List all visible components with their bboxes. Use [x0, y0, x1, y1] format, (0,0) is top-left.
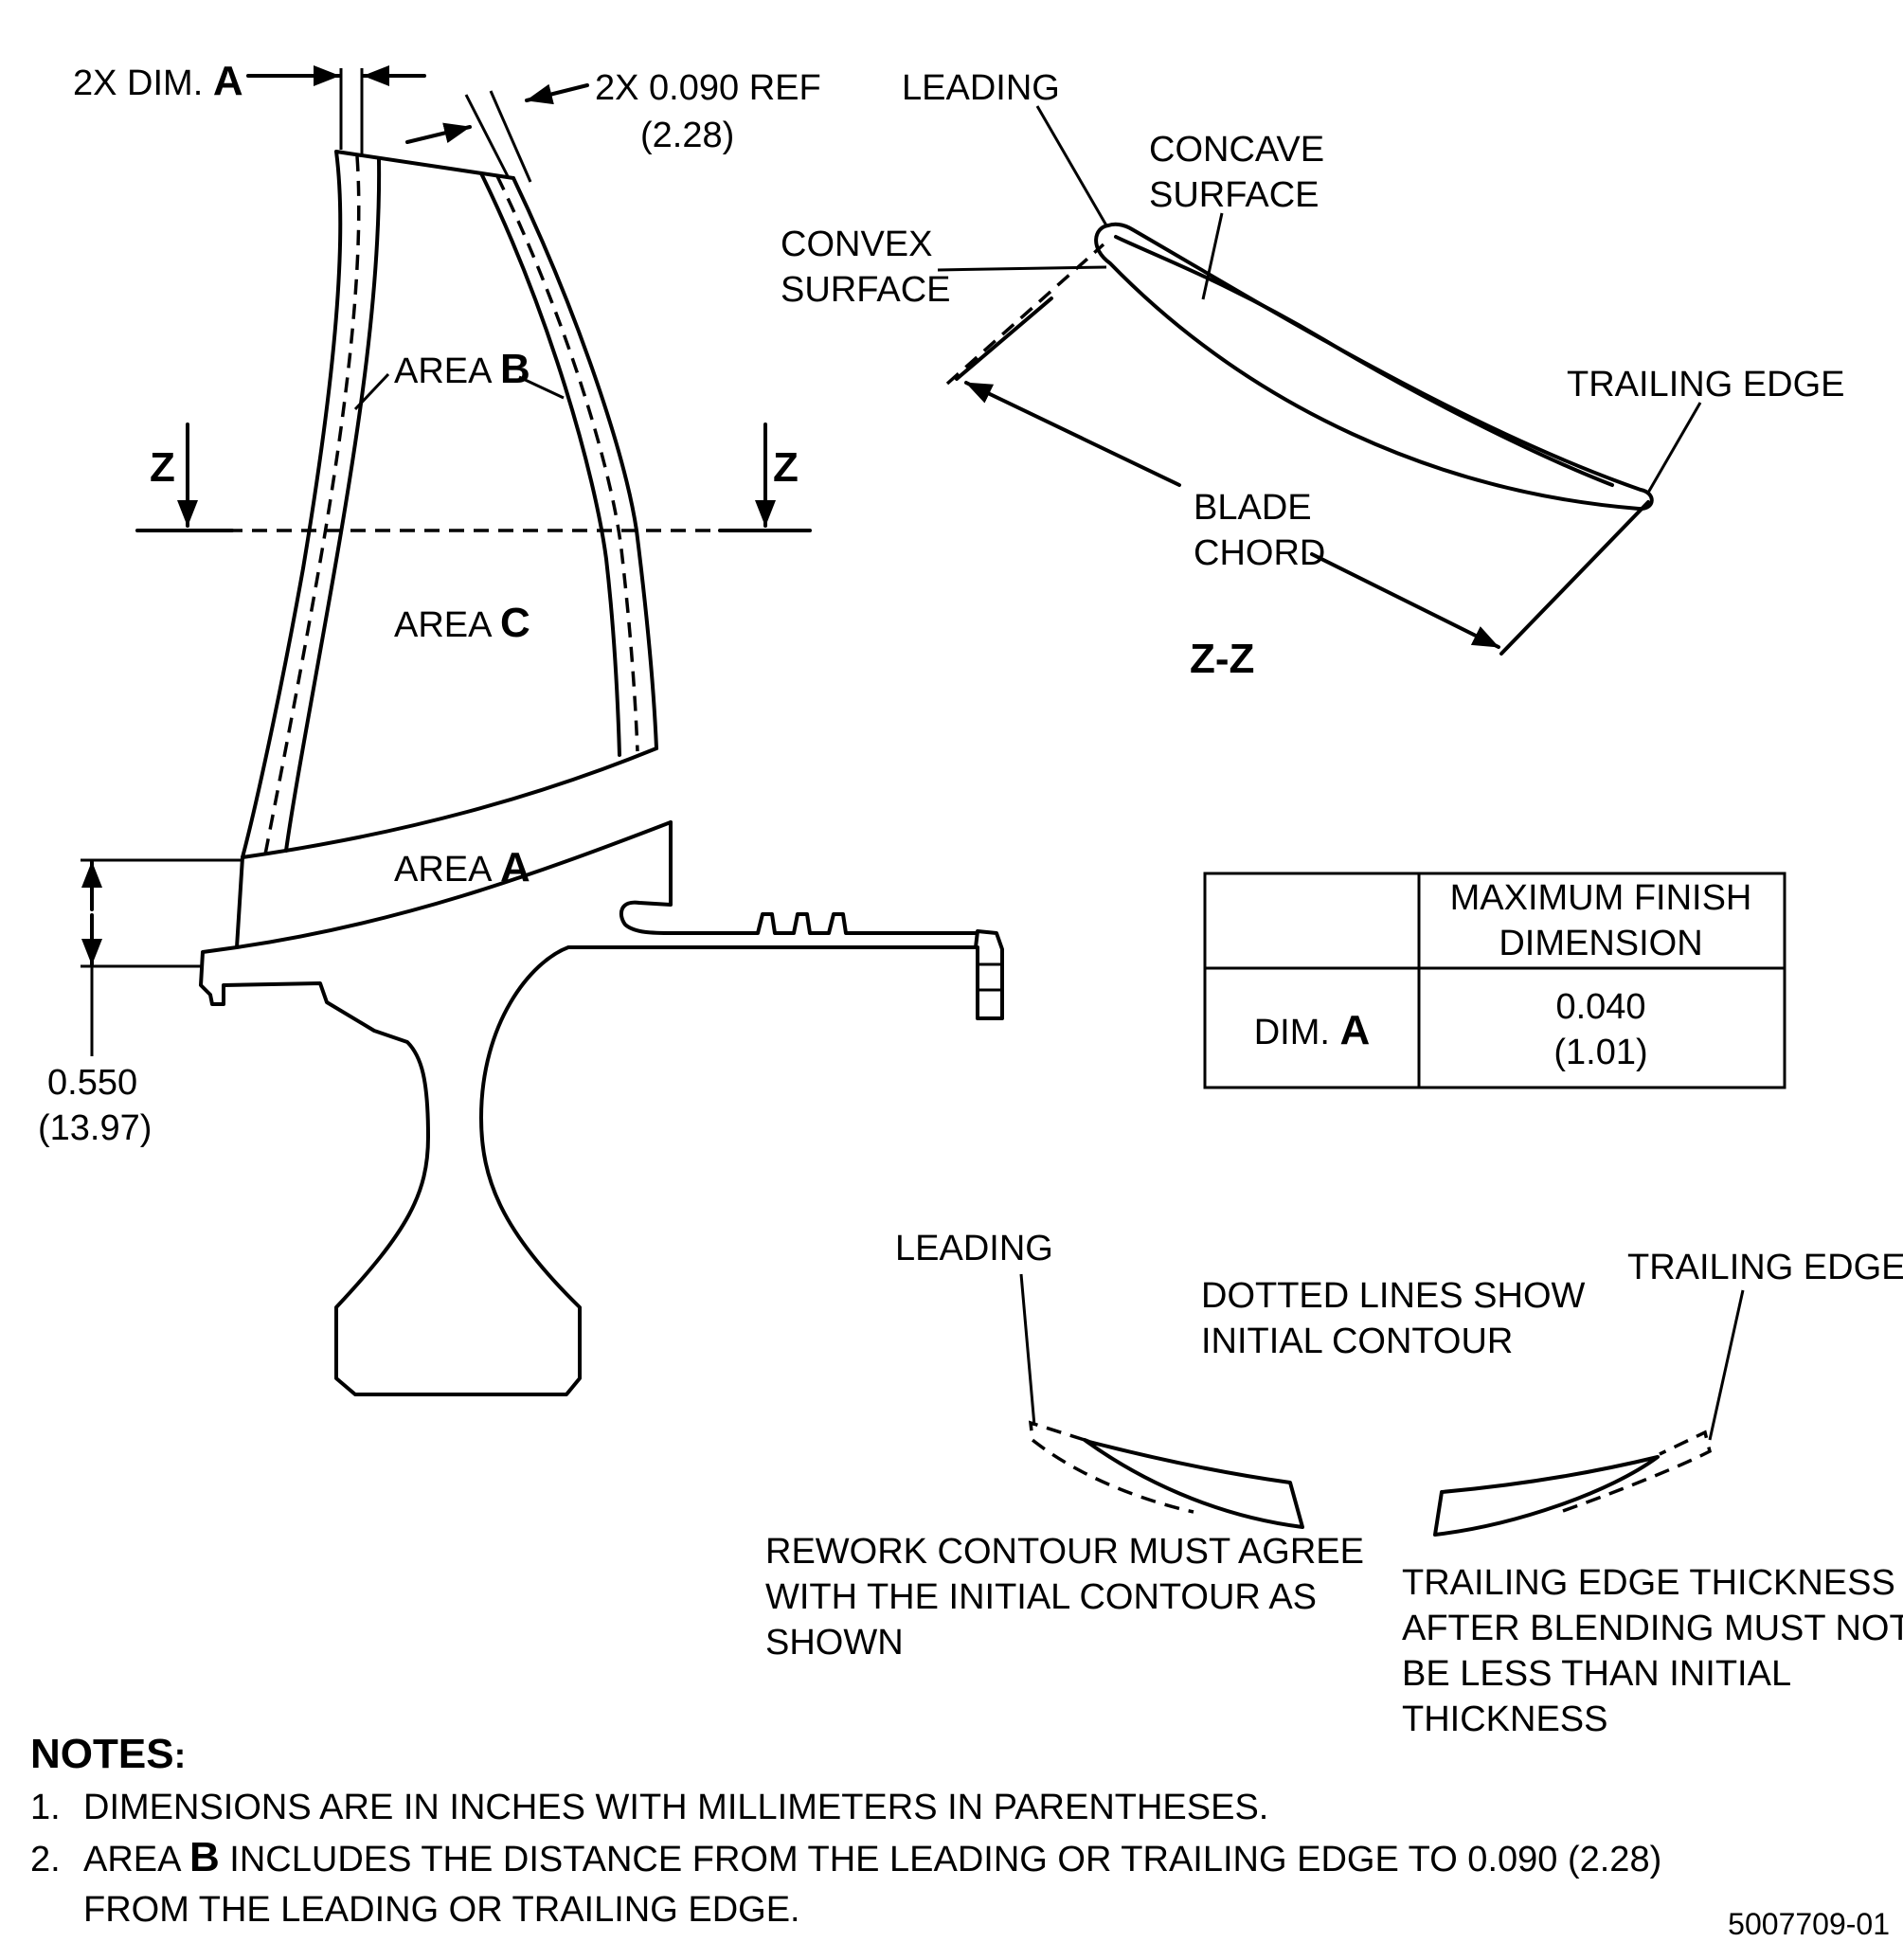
dim-550-label-line2: (13.97)	[38, 1108, 152, 1148]
leading-initial-contour	[1028, 1420, 1194, 1514]
trailing-edge-detail	[1433, 1289, 1745, 1537]
chord-ext-trailing	[1499, 500, 1650, 656]
note-1-number: 1.	[30, 1788, 61, 1827]
note-2-number: 2.	[30, 1840, 61, 1879]
thickness-note-line4: THICKNESS	[1402, 1699, 1607, 1739]
area-b-inner-line-left	[284, 157, 382, 853]
convex-label-line2: SURFACE	[781, 270, 950, 310]
section-z-right-label: Z	[773, 444, 799, 491]
detail-trailing-label: TRAILING EDGE	[1627, 1248, 1903, 1287]
section-title: Z-Z	[1190, 636, 1254, 682]
ref-arrow-upper	[525, 83, 589, 105]
concave-leader	[1201, 212, 1224, 300]
area-b-leader-right	[518, 375, 565, 400]
convex-leader	[937, 265, 1107, 272]
area-b-leader-left	[353, 372, 390, 411]
dotted-note-line2: INITIAL CONTOUR	[1201, 1322, 1513, 1361]
dotted-note-line1: DOTTED LINES SHOW	[1201, 1276, 1585, 1316]
concave-label-line2: SURFACE	[1149, 175, 1319, 215]
dim-a-label: 2X DIM. A	[73, 58, 243, 104]
detail-leading-label: LEADING	[895, 1229, 1053, 1268]
dimension-table	[1203, 872, 1786, 1089]
thickness-note-line1: TRAILING EDGE THICKNESS	[1402, 1563, 1895, 1603]
leading-edge-detail	[1019, 1273, 1304, 1529]
section-trailing-leader	[1646, 402, 1702, 494]
table-row-value-line2: (1.01)	[1553, 1033, 1647, 1072]
ref-ext-inner	[489, 90, 532, 183]
section-leading-leader	[1035, 105, 1108, 226]
ref-arrow-lower	[405, 122, 472, 144]
rework-note-line2: WITH THE INITIAL CONTOUR AS	[765, 1577, 1317, 1617]
section-z-left-label: Z	[150, 444, 175, 491]
detail-leading-leader	[1019, 1273, 1036, 1427]
blade-side-view	[81, 65, 1004, 1396]
note-2-text-line2: FROM THE LEADING OR TRAILING EDGE.	[83, 1890, 800, 1930]
table-row-value-line1: 0.040	[1555, 987, 1645, 1027]
chord-ext-leading	[945, 243, 1105, 386]
table-row-label: DIM. A	[1254, 1007, 1371, 1053]
chord-ext-leading-solid	[955, 297, 1053, 381]
table-header-line1: MAXIMUM FINISH	[1450, 878, 1752, 918]
blade-platform-root	[199, 855, 1004, 1396]
concave-label-line1: CONCAVE	[1149, 130, 1324, 170]
area-b-label: AREA B	[394, 346, 530, 392]
trailing-initial-contour	[1562, 1430, 1713, 1513]
notes-heading: NOTES:	[30, 1731, 186, 1777]
chord-label-line2: CHORD	[1194, 533, 1325, 573]
rework-note-line3: SHOWN	[765, 1623, 904, 1663]
area-a-upper-line	[241, 746, 658, 859]
note-2-text: AREA B INCLUDES THE DISTANCE FROM THE LE…	[83, 1834, 1661, 1880]
rework-note-line1: REWORK CONTOUR MUST AGREE	[765, 1532, 1364, 1572]
chord-label-line1: BLADE	[1194, 488, 1312, 528]
section-leading-label: LEADING	[902, 68, 1060, 108]
area-b-dashed-left	[263, 155, 361, 855]
section-trailing-label: TRAILING EDGE	[1567, 365, 1845, 405]
thickness-note-line2: AFTER BLENDING MUST NOT	[1402, 1609, 1903, 1648]
table-header-line2: DIMENSION	[1499, 924, 1702, 963]
section-z-z-view	[937, 105, 1702, 656]
chord-arrow-trailing	[1310, 552, 1500, 649]
ref-label-line2: (2.28)	[640, 116, 734, 155]
area-b-inner-line-right	[479, 171, 621, 757]
area-c-label: AREA C	[394, 600, 530, 646]
figure-number: 5007709-01	[1728, 1907, 1890, 1941]
airfoil-outline	[241, 150, 658, 859]
area-a-lower-line	[235, 820, 673, 949]
detail-trailing-leader	[1708, 1289, 1745, 1441]
thickness-note-line3: BE LESS THAN INITIAL	[1402, 1654, 1791, 1694]
convex-label-line1: CONVEX	[781, 225, 932, 264]
ref-label-line1: 2X 0.090 REF	[595, 68, 821, 108]
dim-550-label-line1: 0.550	[47, 1063, 137, 1103]
area-a-label: AREA A	[394, 844, 530, 890]
chord-arrow-leading	[964, 381, 1181, 487]
ref-ext-outer	[464, 94, 511, 179]
airfoil-section-camber	[1114, 235, 1614, 487]
platform-trailing-lip	[619, 820, 978, 935]
airfoil-section-outline	[1094, 222, 1654, 511]
area-b-dashed-right	[495, 175, 639, 752]
table-frame	[1203, 872, 1786, 1089]
leading-rework-contour	[1083, 1438, 1304, 1529]
trailing-rework-contour	[1433, 1455, 1660, 1537]
note-1-text: DIMENSIONS ARE IN INCHES WITH MILLIMETER…	[83, 1788, 1268, 1827]
